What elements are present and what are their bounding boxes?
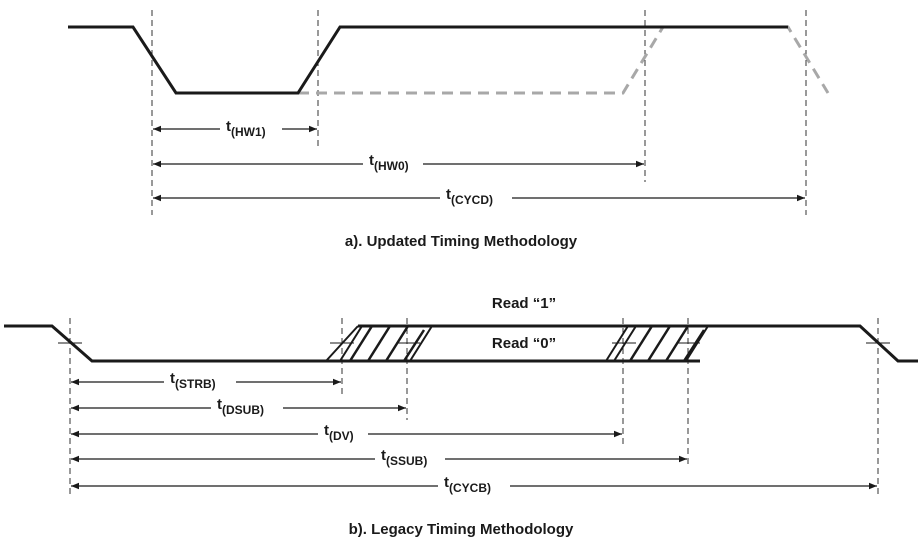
label-hw0: t(HW0): [369, 152, 409, 173]
read-zero-label: Read “0”: [492, 335, 556, 352]
label-ssub: t(SSUB): [381, 447, 427, 468]
label-bg-dsub: [211, 395, 283, 417]
label-bg-cycd: [440, 184, 512, 206]
signal-waveform-a: [68, 25, 788, 95]
label-bg-ssub: [375, 446, 445, 468]
label-dv: t(DV): [324, 422, 354, 443]
label-bg-cycb: [438, 473, 510, 495]
caption-a: a). Updated Timing Methodology: [345, 233, 578, 250]
label-cycd: t(CYCD): [446, 186, 493, 207]
label-bg-dv: [318, 421, 368, 443]
label-dsub: t(DSUB): [217, 396, 264, 417]
panel-b: Read “1” Read “0” t(STRB) t(DSUB) t(DV) …: [4, 295, 918, 538]
label-bg-hw1: [220, 116, 282, 138]
label-bg-strb: [164, 369, 236, 391]
label-bg-hw0: [363, 150, 423, 172]
caption-b: b). Legacy Timing Methodology: [349, 521, 574, 538]
ghost-waveform: [298, 25, 830, 95]
label-hw1: t(HW1): [226, 118, 266, 139]
label-cycb: t(CYCB): [444, 474, 491, 495]
hatch-region-right: [628, 325, 706, 362]
label-strb: t(STRB): [170, 370, 216, 391]
read-one-label: Read “1”: [492, 295, 556, 312]
panel-a: t(HW1) t(HW0) t(CYCD) a). Updated Timing…: [68, 10, 830, 250]
signal-high-rail: [358, 324, 918, 363]
